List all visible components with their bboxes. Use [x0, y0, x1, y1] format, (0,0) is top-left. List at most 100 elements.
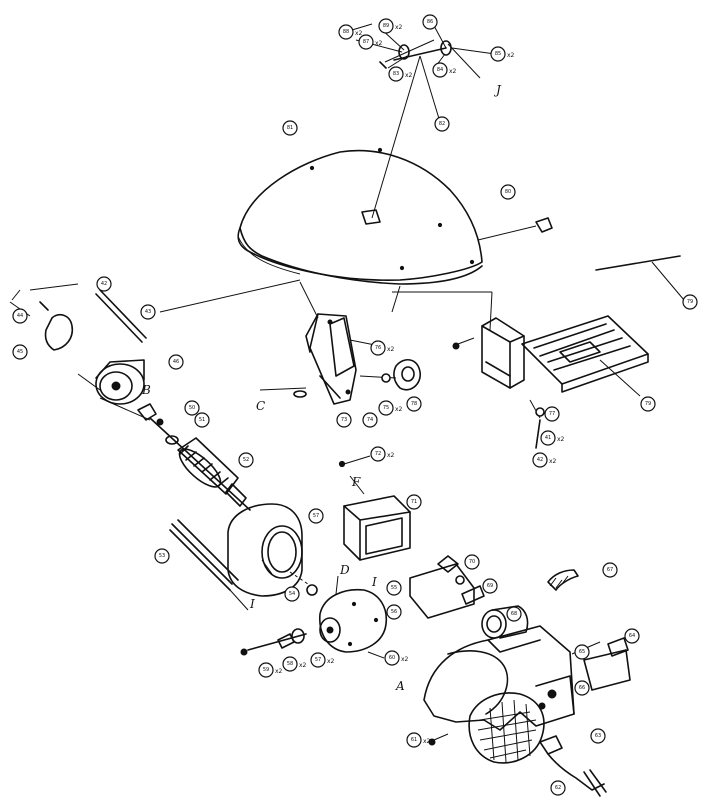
switch-box: [343, 475, 411, 561]
fan-blade: [547, 569, 579, 591]
side-plate: [583, 649, 631, 691]
callout-number: 45: [17, 349, 23, 355]
callout-c-l1: 42: [96, 276, 112, 292]
callout-circle: [434, 116, 450, 132]
callout-c-l3: 44: [12, 308, 28, 324]
tray-holder: [452, 317, 545, 449]
callout-circle: [284, 586, 300, 602]
callout-quantity: x2: [375, 40, 383, 47]
callout-number: 58: [287, 661, 293, 667]
callout-number: 84: [437, 67, 443, 73]
callout-number: 42: [101, 281, 107, 287]
callout-number: 74: [367, 417, 373, 423]
callout-number: 73: [341, 417, 347, 423]
callout-c-top2: 87 x2: [358, 34, 383, 50]
ref-letter-j: J: [493, 83, 502, 97]
callout-c-front1: 59 x2: [258, 662, 283, 678]
callout-number: 87: [363, 39, 369, 45]
post-rod: [371, 55, 421, 219]
callout-number: 42: [537, 457, 543, 463]
callout-number: 81: [287, 125, 293, 131]
motor-grille: [468, 692, 545, 764]
callout-quantity: x2: [395, 24, 403, 31]
callout-number: 77: [549, 411, 555, 417]
callout-number: 62: [555, 785, 561, 791]
callout-number: 44: [17, 313, 23, 319]
callout-number: 53: [159, 553, 165, 559]
callout-circle: [12, 308, 28, 324]
callout-circle: [194, 412, 210, 428]
armature: [149, 417, 251, 511]
callout-c-knob: 80: [500, 184, 516, 200]
left-end-bell: [9, 283, 164, 426]
callout-circle: [544, 406, 560, 422]
callout-c-top4: 86: [422, 14, 438, 30]
callout-number: 68: [511, 611, 517, 617]
callout-c-l2: 43: [140, 304, 156, 320]
callout-circle: [338, 24, 354, 40]
callout-c-screw2: 60 x2: [384, 650, 409, 666]
callout-circle: [550, 780, 566, 796]
callout-c-tray1: 77: [544, 406, 560, 422]
callout-c-l7: 51: [194, 412, 210, 428]
callout-number: 85: [495, 51, 501, 57]
callout-circle: [574, 680, 590, 696]
main-cover: [237, 147, 483, 285]
callout-circle: [12, 344, 28, 360]
callout-circle: [574, 644, 590, 660]
callout-number: 78: [411, 401, 417, 407]
callout-circle: [464, 554, 480, 570]
callout-quantity: x2: [557, 436, 565, 443]
callout-circle: [308, 508, 324, 524]
callout-c-cover: 81: [282, 120, 298, 136]
callout-c-brush: 53: [154, 548, 170, 564]
callout-number: 61: [411, 737, 417, 743]
ref-letter-i: I: [249, 597, 255, 611]
callout-c-l4: 45: [12, 344, 28, 360]
callout-c-sw4: 67: [602, 562, 618, 578]
callout-c-cord1: 63: [590, 728, 606, 744]
callout-circle: [506, 606, 522, 622]
small-washer: [306, 584, 318, 596]
callout-circle: [362, 412, 378, 428]
callout-circle: [482, 578, 498, 594]
callout-circle: [336, 412, 352, 428]
callout-circle: [386, 604, 402, 620]
callout-number: 79: [645, 401, 651, 407]
callout-circle: [96, 276, 112, 292]
top-hardware-cluster: [351, 21, 496, 79]
callout-circle: [406, 396, 422, 412]
callout-quantity: x2: [401, 656, 409, 663]
ref-letter-a: A: [395, 679, 405, 693]
callout-circle: [386, 580, 402, 596]
callout-number: 80: [505, 189, 511, 195]
power-cord: [539, 735, 607, 797]
callout-number: 57: [313, 513, 319, 519]
callout-circle: [238, 452, 254, 468]
callout-circle: [310, 652, 326, 668]
callout-circle: [282, 656, 298, 672]
callout-quantity: x2: [507, 52, 515, 59]
callout-circle: [590, 728, 606, 744]
callout-c-knob2: 78: [406, 396, 422, 412]
callout-circle: [168, 354, 184, 370]
callout-quantity: x2: [275, 668, 283, 675]
callout-quantity: x2: [423, 738, 431, 745]
ref-letter-f: F: [351, 475, 361, 489]
callout-circle: [154, 548, 170, 564]
ref-letter-b: B: [141, 383, 151, 397]
callout-circle: [432, 62, 448, 78]
callout-number: 86: [427, 19, 433, 25]
callout-c-endcap2: 56: [386, 604, 402, 620]
callout-circle: [384, 650, 400, 666]
callout-number: 59: [263, 667, 269, 673]
callout-circle: [378, 18, 394, 34]
callout-number: 60: [389, 655, 395, 661]
callout-c-housing: 65: [574, 644, 590, 660]
